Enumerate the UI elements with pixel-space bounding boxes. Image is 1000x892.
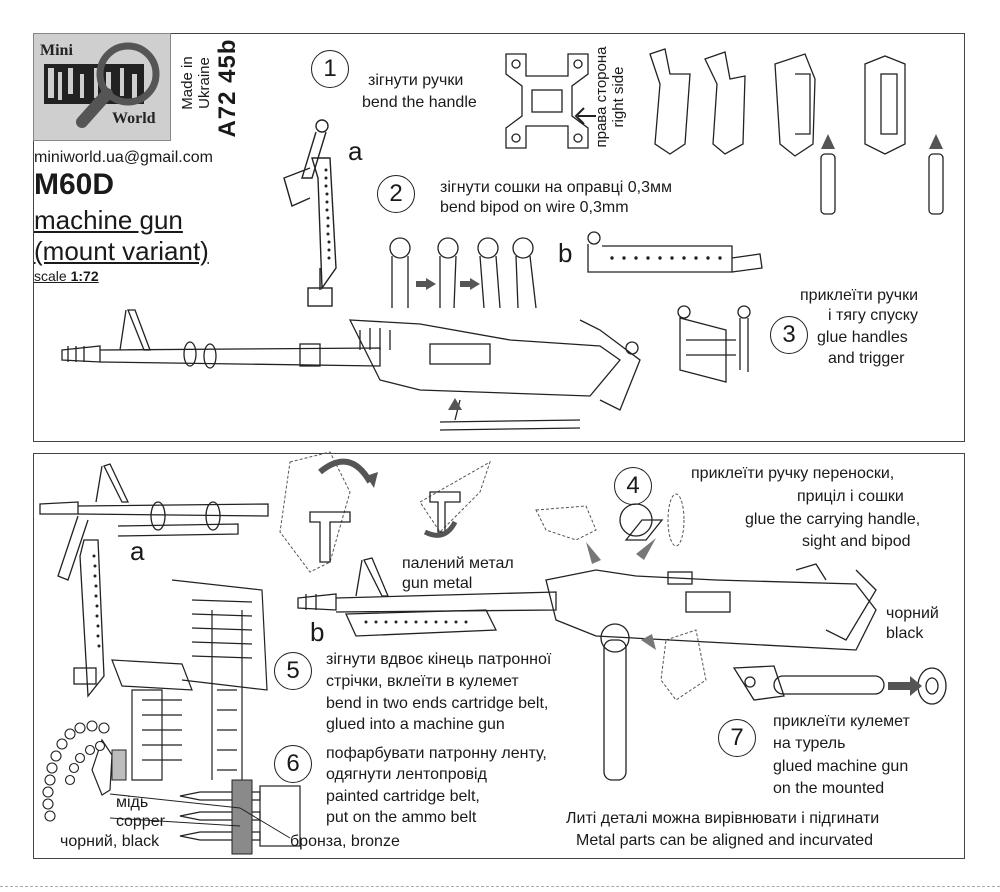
top-gun-drawing — [61, 309, 641, 431]
bottom-gun-drawing — [297, 493, 877, 781]
logo-line2: World — [112, 110, 156, 127]
metal-parts-note-ua: Литі деталі можна вирівнювати і підгинат… — [566, 810, 880, 827]
step-7-mount-drawing — [732, 665, 947, 705]
step-7-ua1: приклеїти кулемет — [773, 713, 910, 730]
step-3-en1: glue handles — [817, 329, 908, 346]
step-5-en1: bend in two ends cartridge belt, — [326, 695, 549, 712]
step-2-badge: 2 — [377, 175, 415, 213]
subtitle-line1: machine gun — [34, 205, 183, 235]
scale-label: scale 1:72 — [34, 268, 99, 284]
step-6-ua1: пофарбувати патронну ленту, — [326, 745, 547, 762]
model-title: M60D — [34, 168, 115, 201]
step-1-ua: зігнути ручки — [368, 72, 464, 89]
subtitle-line2: (mount variant) — [34, 236, 209, 266]
part-b-drawing — [587, 231, 763, 273]
copper-ua-label: мідь — [116, 794, 149, 811]
part-b-label-top: b — [558, 238, 573, 268]
step-1-handle-drawing — [505, 53, 596, 149]
step-3-ua1: приклеїти ручки — [800, 287, 919, 304]
step-6-en1: painted cartridge belt, — [326, 788, 480, 805]
bottom-cut-line — [0, 886, 1000, 887]
logo-line1: Mini — [40, 42, 73, 59]
step-2-ua: зігнути сошки на оправці 0,3мм — [440, 179, 673, 196]
step-7-en2: on the mounted — [773, 780, 885, 797]
step-7-ua2: на турель — [773, 735, 846, 752]
part-a-sprue-drawing — [283, 119, 337, 307]
miniworld-logo: Mini World — [33, 33, 171, 141]
bottom-panel — [33, 453, 965, 859]
part-a-label-top: a — [348, 136, 363, 166]
step-1-bend-sequence-drawing — [649, 48, 944, 215]
black-ua-label: чорний — [886, 605, 939, 622]
step-1-badge: 1 — [311, 50, 349, 88]
bronze-label: бронза, bronze — [290, 833, 400, 850]
step-3-handles-drawing — [677, 305, 751, 383]
black-en-label: black — [886, 625, 924, 642]
part-a-assembly-drawing — [39, 463, 269, 698]
step-6-en2: put on the ammo belt — [326, 809, 477, 826]
step-6-badge: 6 — [274, 745, 312, 783]
step-3-ua2: і тягу спуску — [828, 307, 918, 324]
copper-en-label: copper — [116, 813, 165, 830]
step-7-en1: glued machine gun — [773, 758, 909, 775]
step-4-badge: 4 — [614, 467, 652, 505]
ammo-belt-drawing — [42, 579, 268, 822]
right-side-label: права сторона right side — [593, 46, 627, 148]
rotation-sketches-drawing — [279, 451, 491, 573]
step-4-en2: sight and bipod — [802, 533, 911, 550]
metal-parts-note-en: Metal parts can be aligned and incurvate… — [576, 832, 874, 849]
step-5-ua1: зігнути вдвоє кінець патронної — [326, 651, 552, 668]
step-7-badge: 7 — [718, 719, 756, 757]
magnifier-icon — [44, 42, 160, 128]
part-a-label-bottom: a — [130, 536, 145, 566]
step-4-ua1: приклеїти ручку переноски, — [691, 465, 895, 482]
step-2-bipod-bend-drawing — [389, 237, 537, 309]
black-combo-label: чорний, black — [60, 833, 160, 850]
step-3-badge: 3 — [770, 316, 808, 354]
step-5-badge: 5 — [274, 652, 312, 690]
step-5-en2: glued into a machine gun — [326, 716, 505, 733]
gunmetal-ua-label: палений метал — [402, 555, 514, 572]
step-3-en2: and trigger — [828, 350, 905, 367]
gunmetal-en-label: gun metal — [402, 575, 473, 592]
email-text: miniworld.ua@gmail.com — [34, 149, 213, 166]
part-b-label-bottom: b — [310, 617, 325, 647]
step-2-en: bend bipod on wire 0,3mm — [440, 199, 629, 216]
product-code: A72 45b — [214, 38, 241, 138]
cartridge-detail-drawing — [109, 779, 301, 855]
step-6-ua2: одягнути лентопровід — [326, 766, 487, 783]
step-4-en1: glue the carrying handle, — [745, 511, 921, 528]
top-panel — [33, 33, 965, 442]
step-1-en: bend the handle — [362, 94, 477, 111]
step-5-ua2: стрічки, вклеїти в кулемет — [326, 673, 519, 690]
step-4-ua2: приціл і сошки — [797, 488, 904, 505]
